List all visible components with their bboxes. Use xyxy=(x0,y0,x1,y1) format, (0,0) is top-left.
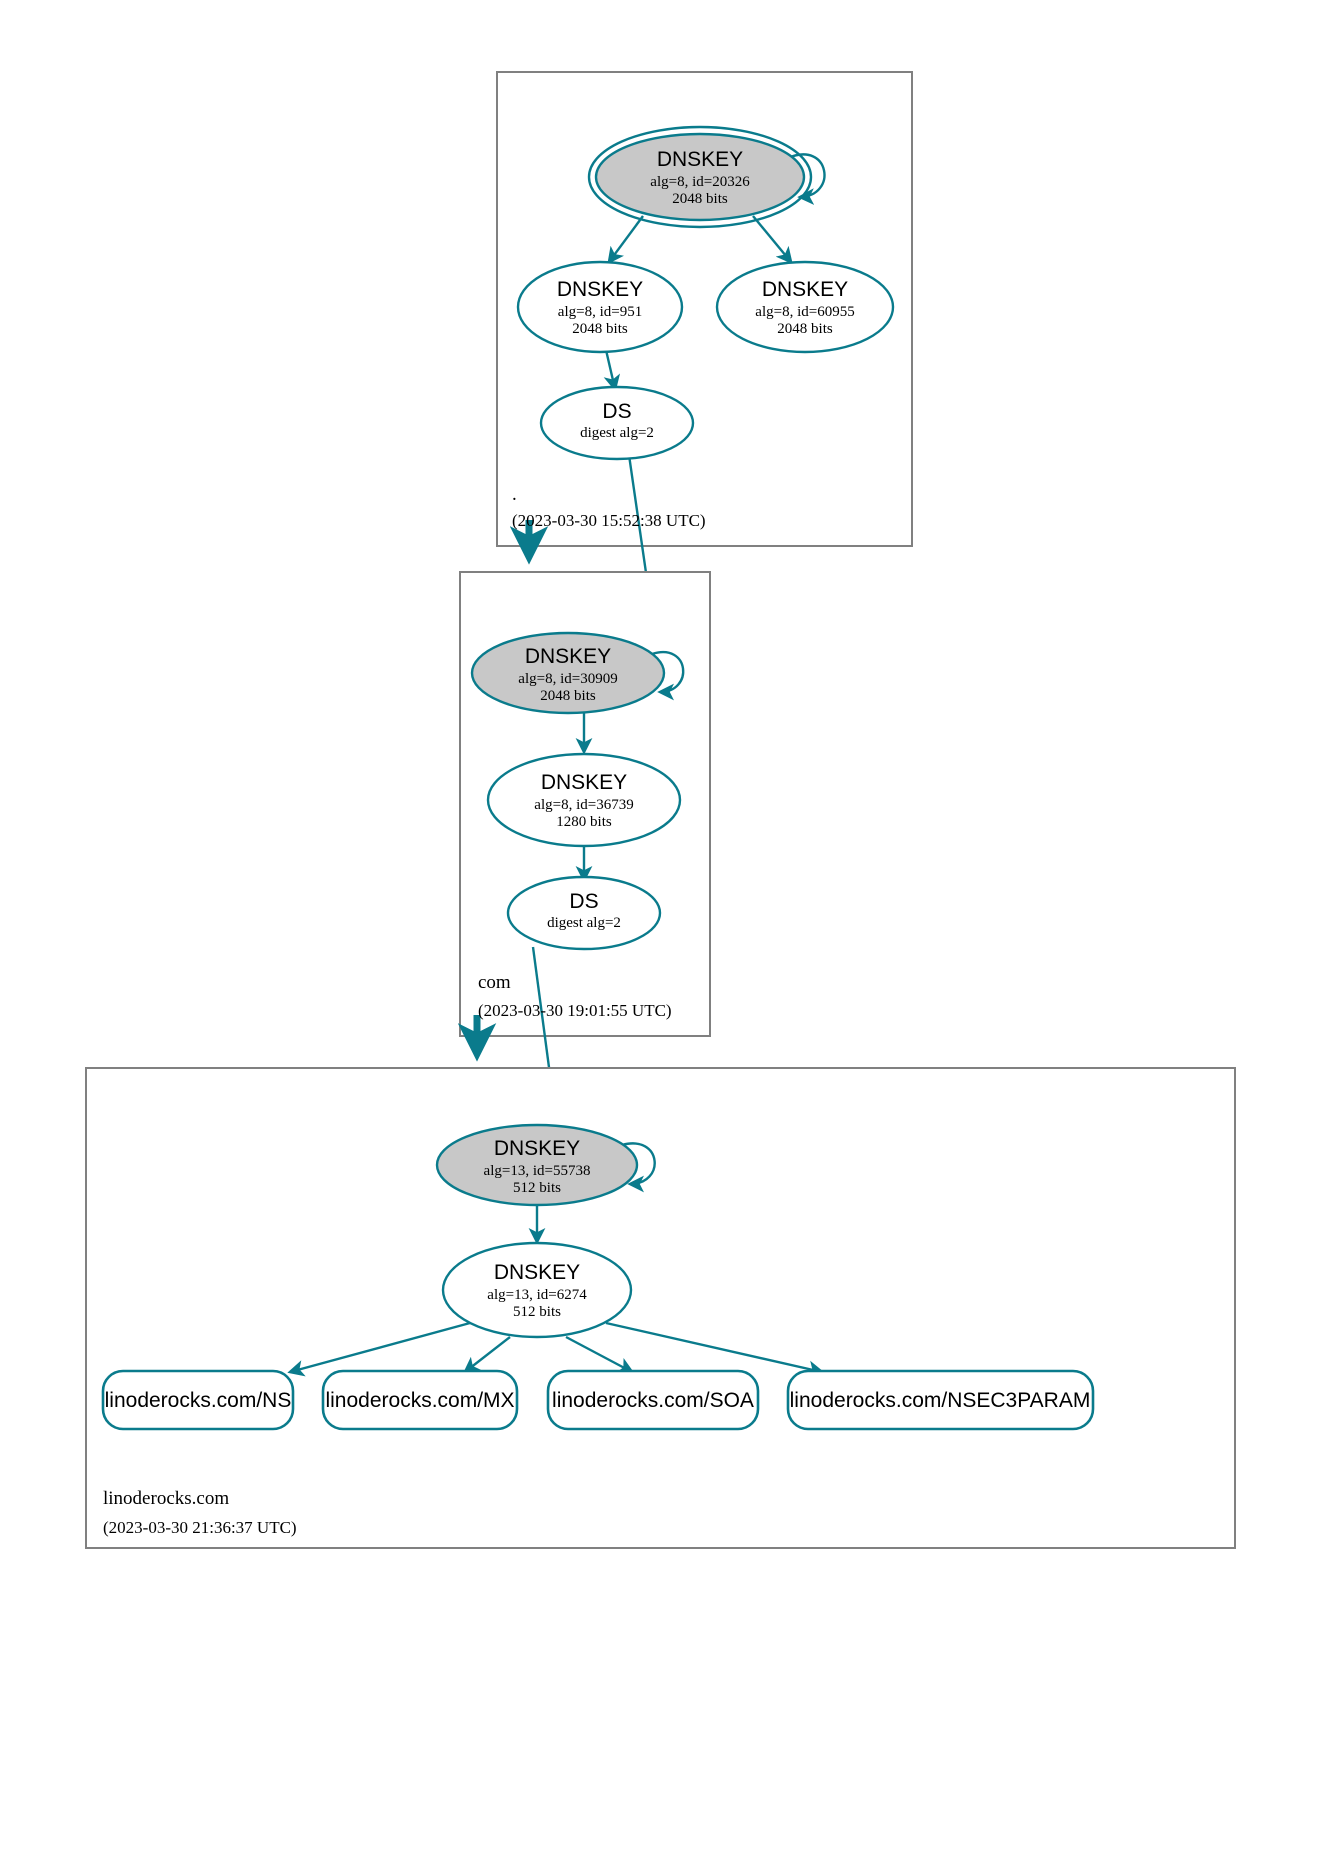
node-root-zsk-60955-detail2: 2048 bits xyxy=(777,321,833,337)
zone-label-root: . xyxy=(512,484,517,505)
node-lr-zsk-detail2: 512 bits xyxy=(513,1304,561,1320)
zone-timestamp-linoderocks: (2023-03-30 21:36:37 UTC) xyxy=(103,1518,297,1537)
zone-box-linoderocks xyxy=(85,1067,1236,1549)
edge-root-zsk951-to-ds xyxy=(603,349,621,392)
edge-root-ksk-to-zsk60955 xyxy=(752,215,793,265)
node-root-ds-type: DS xyxy=(602,400,631,423)
node-com-ds-type: DS xyxy=(569,890,598,913)
edge-lr-ksk-self-loop xyxy=(621,1142,656,1193)
node-lr-ksk[interactable]: DNSKEY alg=13, id=55738 512 bits xyxy=(435,1123,639,1207)
rrset-ns[interactable]: linoderocks.com/NS xyxy=(101,1369,295,1431)
node-lr-zsk[interactable]: DNSKEY alg=13, id=6274 512 bits xyxy=(441,1241,633,1339)
node-com-zsk-detail2: 1280 bits xyxy=(556,814,612,830)
rrset-ns-label: linoderocks.com/NS xyxy=(105,1389,292,1412)
zone-timestamp-root: (2023-03-30 15:52:38 UTC) xyxy=(512,511,706,530)
rrset-nsec3param[interactable]: linoderocks.com/NSEC3PARAM xyxy=(786,1369,1095,1431)
zone-timestamp-com: (2023-03-30 19:01:55 UTC) xyxy=(478,1001,672,1020)
node-com-zsk-type: DNSKEY xyxy=(541,771,627,794)
node-com-ksk[interactable]: DNSKEY alg=8, id=30909 2048 bits xyxy=(470,631,666,715)
edge-lr-zsk-to-soa xyxy=(565,1335,635,1374)
node-root-ds[interactable]: DS digest alg=2 xyxy=(539,385,695,461)
rrset-nsec3param-label: linoderocks.com/NSEC3PARAM xyxy=(790,1389,1091,1412)
node-root-zsk-951-detail2: 2048 bits xyxy=(572,321,628,337)
rrset-soa-label: linoderocks.com/SOA xyxy=(552,1389,754,1412)
node-lr-ksk-detail1: alg=13, id=55738 xyxy=(484,1163,591,1179)
zone-label-linoderocks: linoderocks.com xyxy=(103,1488,229,1509)
node-lr-ksk-type: DNSKEY xyxy=(494,1137,580,1160)
node-root-ksk-detail1: alg=8, id=20326 xyxy=(650,174,750,190)
node-root-zsk-60955-detail1: alg=8, id=60955 xyxy=(755,304,854,320)
node-com-ds-detail1: digest alg=2 xyxy=(547,915,621,931)
node-com-ksk-type: DNSKEY xyxy=(525,645,611,668)
node-com-ksk-detail2: 2048 bits xyxy=(540,688,596,704)
rrset-mx-label: linoderocks.com/MX xyxy=(325,1389,514,1412)
zone-label-com: com xyxy=(478,972,511,993)
node-root-ds-detail1: digest alg=2 xyxy=(580,425,654,441)
node-root-zsk-951[interactable]: DNSKEY alg=8, id=951 2048 bits xyxy=(516,260,684,354)
node-root-zsk-60955[interactable]: DNSKEY alg=8, id=60955 2048 bits xyxy=(715,260,895,354)
edge-lr-zsk-to-nsec3param xyxy=(605,1321,825,1378)
node-com-ds[interactable]: DS digest alg=2 xyxy=(506,875,662,951)
node-root-ksk-detail2: 2048 bits xyxy=(672,191,728,207)
node-lr-zsk-detail1: alg=13, id=6274 xyxy=(487,1287,587,1303)
rrset-soa[interactable]: linoderocks.com/SOA xyxy=(546,1369,760,1431)
node-root-zsk-60955-type: DNSKEY xyxy=(762,278,848,301)
node-root-zsk-951-type: DNSKEY xyxy=(557,278,643,301)
node-root-zsk-951-detail1: alg=8, id=951 xyxy=(558,304,642,320)
node-com-zsk[interactable]: DNSKEY alg=8, id=36739 1280 bits xyxy=(486,752,682,848)
node-root-ksk[interactable]: DNSKEY alg=8, id=20326 2048 bits xyxy=(587,125,813,229)
node-com-ksk-detail1: alg=8, id=30909 xyxy=(518,671,617,687)
rrset-mx[interactable]: linoderocks.com/MX xyxy=(321,1369,519,1431)
edge-lr-zsk-to-mx xyxy=(462,1336,511,1374)
node-com-zsk-detail1: alg=8, id=36739 xyxy=(534,797,633,813)
node-root-ksk-type: DNSKEY xyxy=(657,148,743,171)
node-lr-ksk-detail2: 512 bits xyxy=(513,1180,561,1196)
edge-lr-zsk-to-ns xyxy=(287,1321,471,1377)
edge-com-ksk-self-loop xyxy=(651,651,685,701)
node-lr-zsk-type: DNSKEY xyxy=(494,1261,580,1284)
edge-root-ksk-to-zsk951 xyxy=(607,215,644,265)
